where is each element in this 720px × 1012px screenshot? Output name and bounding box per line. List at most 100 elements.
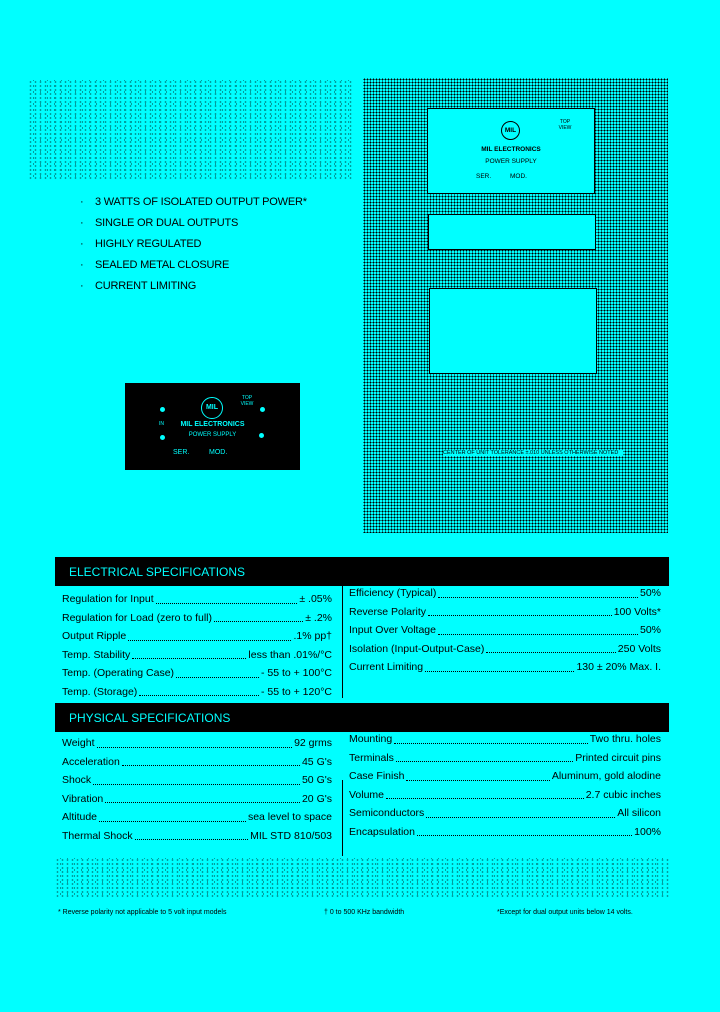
leader-dots: [176, 664, 259, 678]
leader-dots: [428, 603, 612, 616]
header-illustration: [28, 80, 353, 180]
spec-label: Volume: [349, 788, 385, 801]
bottom-band: [55, 858, 669, 898]
leader-dots: [438, 584, 638, 598]
leader-dots: [134, 827, 249, 840]
leader-dots: [132, 646, 247, 659]
leader-dots: [394, 730, 588, 744]
leader-dots: [121, 753, 300, 766]
leader-dots: [128, 627, 292, 641]
product-photo: MIL TOP VIEW IN MIL ELECTRONICS POWER SU…: [125, 383, 300, 470]
spec-row: Isolation (Input-Output-Case)250 Volts: [349, 640, 661, 659]
divider: [342, 780, 343, 856]
leader-dots: [486, 640, 616, 653]
leader-dots: [425, 658, 575, 672]
spec-label: Case Finish: [349, 770, 405, 782]
spec-value: 100 Volts*: [613, 605, 661, 618]
leader-dots: [99, 808, 246, 822]
spec-value: ± .05%: [299, 593, 332, 605]
pin-icon: [259, 433, 264, 438]
spec-value: 20 G's: [301, 792, 332, 805]
spec-label: Temp. (Storage): [62, 685, 138, 698]
spec-value: - 55 to + 120°C: [260, 685, 332, 698]
spec-label: Input Over Voltage: [349, 624, 436, 636]
spec-value: .1% pp†: [293, 630, 332, 642]
feature-item: ·3 WATTS OF ISOLATED OUTPUT POWER*: [80, 196, 307, 208]
spec-value: - 55 to + 100°C: [260, 667, 332, 679]
spec-label: Current Limiting: [349, 661, 424, 673]
leader-dots: [155, 590, 298, 604]
spec-value: sea level to space: [247, 811, 332, 823]
spec-label: Vibration: [62, 792, 104, 805]
mechanical-drawing: MIL TOP VIEW MIL ELECTRONICS POWER SUPPL…: [363, 78, 668, 533]
spec-value: 130 ± 20% Max. I.: [576, 661, 661, 673]
pin-icon: [160, 435, 165, 440]
divider: [342, 586, 343, 698]
footnote: * Reverse polarity not applicable to 5 v…: [58, 909, 227, 916]
spec-row: Temp. (Storage) - 55 to + 120°C: [62, 683, 332, 702]
footnote: † 0 to 500 KHz bandwidth: [324, 909, 405, 916]
leader-dots: [139, 683, 259, 696]
leader-dots: [96, 734, 293, 748]
spec-label: Altitude: [62, 811, 98, 823]
spec-label: Thermal Shock: [62, 829, 133, 842]
spec-value: Two thru. holes: [589, 733, 661, 745]
logo: MIL: [201, 397, 223, 419]
footnote: *Except for dual output units below 14 v…: [497, 909, 633, 916]
spec-label: Reverse Polarity: [349, 605, 427, 618]
electrical-specs-right: Efficiency (Typical)50% Reverse Polarity 1…: [349, 584, 661, 677]
spec-label: Semiconductors: [349, 807, 425, 819]
electrical-specs-header: ELECTRICAL SPECIFICATIONS: [55, 557, 669, 586]
spec-row: Volume 2.7 cubic inches: [349, 786, 661, 805]
spec-row: Temp. (Operating Case) - 55 to + 100°C: [62, 664, 332, 683]
spec-label: Output Ripple: [62, 630, 127, 642]
leader-dots: [426, 804, 616, 818]
spec-label: Temp. Stability: [62, 648, 131, 661]
spec-row: Mounting Two thru. holes: [349, 730, 661, 749]
spec-value: MIL STD 810/503: [250, 829, 332, 842]
feature-item: ·SEALED METAL CLOSURE: [80, 259, 230, 271]
spec-label: Mounting: [349, 733, 393, 745]
spec-row: Thermal Shock MIL STD 810/503: [62, 827, 332, 846]
leader-dots: [93, 771, 300, 785]
feature-list: ·3 WATTS OF ISOLATED OUTPUT POWER* ·SING…: [80, 192, 307, 297]
top-view-outline: MIL TOP VIEW MIL ELECTRONICS POWER SUPPL…: [427, 108, 595, 194]
spec-row: Reverse Polarity 100 Volts*: [349, 603, 661, 622]
spec-row: Altitude sea level to space: [62, 808, 332, 827]
leader-dots: [416, 823, 633, 836]
spec-value: 250 Volts: [617, 642, 661, 655]
spec-value: All silicon: [617, 807, 661, 819]
spec-row: Semiconductors All silicon: [349, 804, 661, 823]
spec-row: Current Limiting 130 ± 20% Max. I.: [349, 658, 661, 677]
spec-value: 50 G's: [301, 774, 332, 786]
spec-label: Encapsulation: [349, 825, 415, 838]
spec-value: less than .01%/°C: [248, 648, 332, 661]
spec-label: Efficiency (Typical): [349, 587, 437, 599]
spec-row: Regulation for Load (zero to full) ± .2%: [62, 609, 332, 628]
physical-specs-header: PHYSICAL SPECIFICATIONS: [55, 703, 669, 732]
leader-dots: [406, 767, 550, 781]
spec-row: Efficiency (Typical)50%: [349, 584, 661, 603]
spec-value: 92 grms: [294, 737, 332, 749]
spec-value: ± .2%: [305, 611, 332, 624]
leader-dots: [105, 790, 300, 803]
spec-value: Aluminum, gold alodine: [551, 770, 661, 782]
spec-label: Temp. (Operating Case): [62, 667, 175, 679]
spec-value: Printed circuit pins: [575, 751, 661, 764]
spec-label: Regulation for Input: [62, 593, 154, 605]
electrical-specs-left: Regulation for Input± .05%Regulation for…: [62, 590, 332, 701]
leader-dots: [437, 621, 638, 635]
spec-row: Regulation for Input ± .05%: [62, 590, 332, 609]
side-view-outline: [428, 214, 596, 250]
spec-value: 2.7 cubic inches: [585, 788, 661, 801]
leader-dots: [386, 786, 584, 799]
bottom-view-outline: [429, 288, 597, 374]
spec-label: Acceleration: [62, 755, 120, 768]
feature-item: ·HIGHLY REGULATED: [80, 238, 202, 250]
spec-label: Regulation for Load (zero to full): [62, 611, 212, 624]
